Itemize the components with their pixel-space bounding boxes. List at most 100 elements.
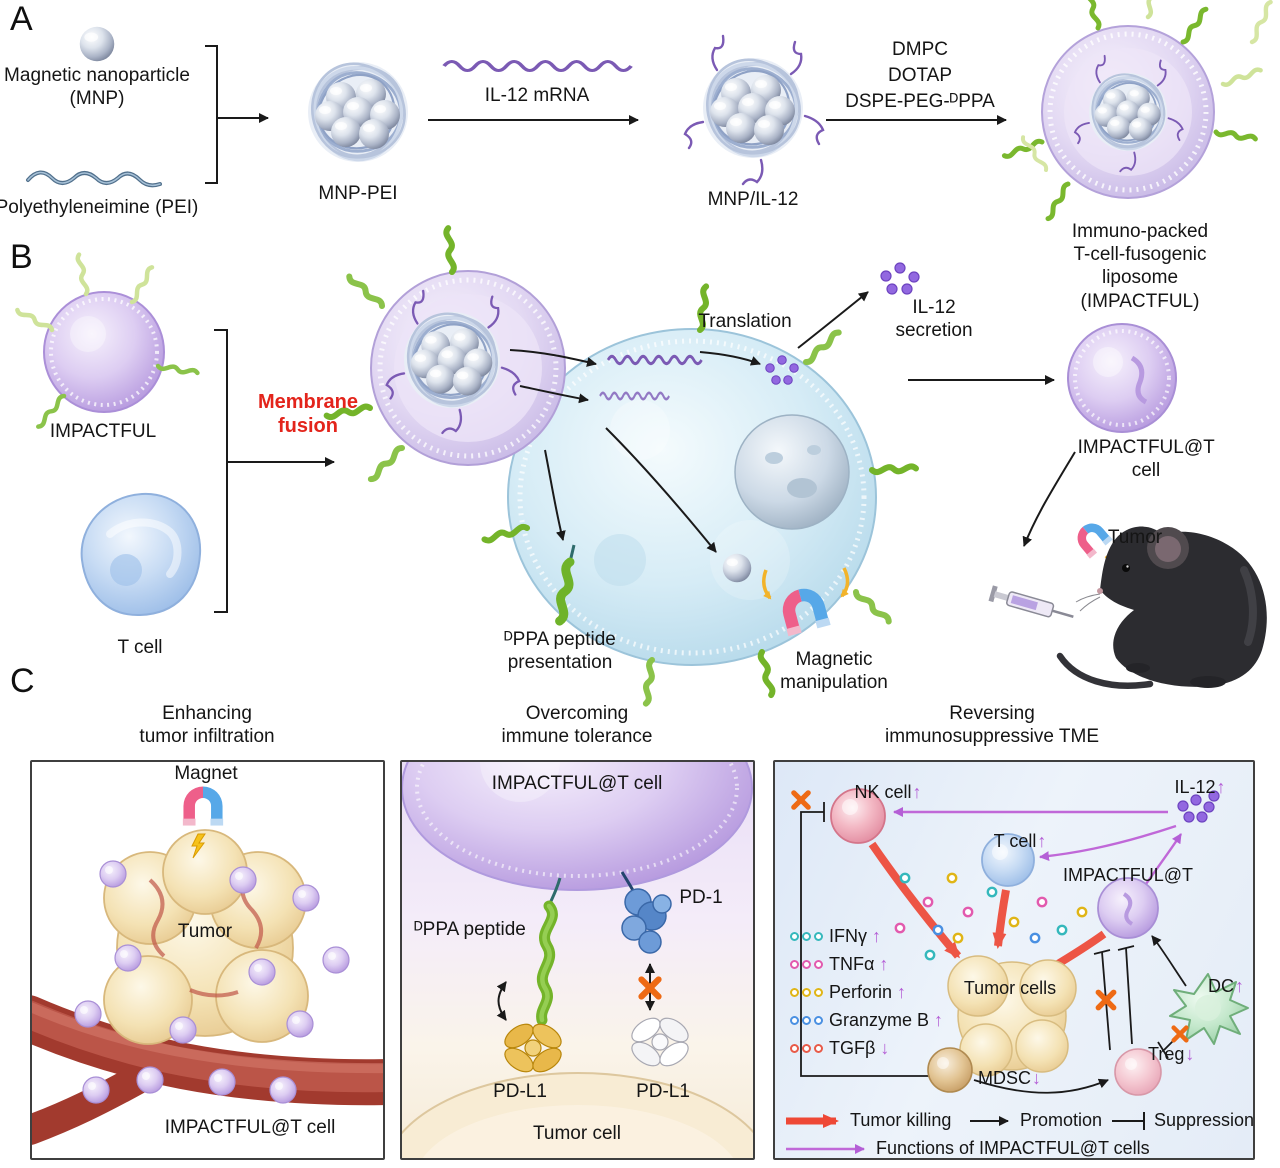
cytokine-dots — [790, 1016, 823, 1025]
bracket — [205, 45, 218, 184]
impactful-t-cell — [1067, 323, 1177, 433]
pdl1-white-label: PD-L1 — [636, 1081, 690, 1102]
magnet-icon — [182, 786, 224, 826]
treg-text: Treg — [1148, 1044, 1185, 1064]
t-cell-text: T cell — [993, 831, 1037, 851]
mouse — [1056, 526, 1267, 689]
function-arrows — [893, 807, 1183, 885]
cytokine-row-ifng: IFNγ↑ — [790, 926, 881, 947]
membrane-fusion-label: Membrane fusion — [257, 391, 359, 438]
cytokine-dots — [790, 960, 823, 969]
legend-glyphs — [786, 1112, 1145, 1154]
col3-title: Reversing immunosuppressive TME — [884, 703, 1100, 748]
mnp-label: Magnetic nanoparticle (MNP) — [4, 65, 190, 110]
impactful-sphere — [16, 254, 197, 428]
mnp-il12-label: MNP/IL-12 — [707, 189, 799, 210]
cytokine-label: TGFβ — [829, 1038, 876, 1058]
dppa-peptide-label: ᴰPPA peptide — [414, 919, 526, 940]
legend-promotion: Promotion — [1020, 1110, 1103, 1130]
treg-label: Treg↓ — [1148, 1044, 1194, 1066]
panel-b-letter: B — [10, 238, 33, 276]
pdl1-protein-white — [631, 1017, 689, 1067]
cytokine-label: Perforin — [829, 982, 893, 1002]
cytokine-row-granzyme: Granzyme B↑ — [790, 1010, 943, 1031]
cytokine-label: IFNγ — [829, 926, 867, 946]
fused-cell — [326, 228, 916, 704]
t-cell — [80, 492, 202, 617]
treg-cell — [1114, 1048, 1162, 1096]
block-cross-icon — [794, 793, 808, 807]
secreted-il12-dots — [880, 262, 920, 295]
down-arrow: ↓ — [1185, 1044, 1195, 1064]
down-arrow: ↓ — [880, 1038, 890, 1058]
cytokine-label: TNFα — [829, 954, 875, 974]
tumor-cell-label: Tumor cell — [533, 1123, 621, 1144]
impactful-liposome — [1004, 0, 1262, 220]
mnp-pei-label: MNP-PEI — [318, 183, 398, 204]
cytokine-dots — [790, 988, 823, 997]
tumor-cell-bottom — [402, 1072, 753, 1158]
up-arrow: ↑ — [872, 926, 881, 946]
cytokine-dots — [790, 1044, 823, 1053]
dc-label: DC↑ — [1208, 976, 1244, 998]
col2-title: Overcoming immune tolerance — [501, 703, 653, 748]
dppa-peptide — [536, 900, 558, 1026]
mnp-pei-cluster — [294, 49, 421, 175]
box2-art — [402, 762, 753, 1158]
block-cross-icon — [1174, 1028, 1187, 1041]
tumor-label-box1: Tumor — [177, 921, 233, 942]
pei-label: Polyethyleneimine (PEI) — [0, 197, 199, 218]
col1-title: Enhancing tumor infiltration — [139, 703, 275, 748]
lipid-dotap-label: DOTAP — [887, 65, 953, 86]
impactful-liposome-label: Immuno-packed T-cell-fusogenic liposome … — [1071, 221, 1209, 312]
impactful-t-cell-label-box2: IMPACTFUL@T cell — [491, 773, 663, 794]
impactful-t-cell-label-box1: IMPACTFUL@T cell — [164, 1117, 336, 1138]
lipid-dspe-label: DSPE-PEG-ᴰPPA — [845, 91, 995, 112]
pd1-label: PD-1 — [679, 887, 723, 908]
il12-mrna-label: IL-12 mRNA — [484, 85, 590, 106]
dc-cell — [1169, 973, 1249, 1045]
cytokine-row-perforin: Perforin↑ — [790, 982, 906, 1003]
legend-functions: Functions of IMPACTFUL@T cells — [876, 1138, 1150, 1158]
panel-a-letter: A — [10, 0, 33, 38]
up-arrow: ↑ — [897, 982, 907, 1002]
nk-cell — [830, 788, 886, 844]
impactful-t-cell-label: IMPACTFUL@T cell — [1077, 437, 1215, 482]
up-arrow: ↑ — [912, 782, 922, 802]
up-arrow: ↑ — [1235, 976, 1244, 996]
up-arrow: ↑ — [879, 954, 889, 974]
mdsc-label: MDSC↓ — [978, 1068, 1041, 1090]
down-arrow: ↓ — [1032, 1068, 1041, 1088]
cytokine-row-tnfa: TNFα↑ — [790, 954, 888, 975]
impactful-t-cell-top — [402, 762, 753, 891]
nk-cell-label: NK cell↑ — [854, 782, 921, 804]
up-arrow: ↑ — [934, 1010, 944, 1030]
cytokine-row-tgfb: TGFβ↓ — [790, 1038, 889, 1059]
mnp-sphere — [79, 26, 115, 62]
suppression-line — [800, 811, 938, 1077]
magnet-icon — [1071, 517, 1113, 559]
tumor-cells — [947, 955, 1077, 1077]
t-cell-label: T cell — [117, 637, 163, 658]
il12-label-box3: IL-12↑ — [1174, 777, 1225, 799]
blood-vessel — [32, 995, 383, 1145]
up-arrow: ↑ — [1216, 777, 1226, 797]
il12-secretion-label: IL-12 secretion — [895, 297, 973, 342]
process-arrows — [509, 291, 1076, 553]
box3-art — [786, 788, 1249, 1154]
cytokine-label: Granzyme B — [829, 1010, 930, 1030]
t-cell-small — [981, 833, 1035, 887]
bracket — [214, 329, 228, 613]
endosome-sphere — [734, 414, 850, 530]
tumor-label-b: Tumor — [1107, 527, 1163, 548]
box1-art — [32, 786, 383, 1145]
tumor-cells-label: Tumor cells — [963, 978, 1057, 998]
translation-label: Translation — [698, 311, 792, 332]
panel-b-art — [16, 228, 1267, 704]
mdsc-text: MDSC — [978, 1068, 1031, 1088]
dppa-presentation-label: ᴰPPA peptide presentation — [504, 629, 616, 674]
binding-arrow — [496, 981, 507, 1021]
mnp-il12-cluster — [683, 34, 825, 186]
